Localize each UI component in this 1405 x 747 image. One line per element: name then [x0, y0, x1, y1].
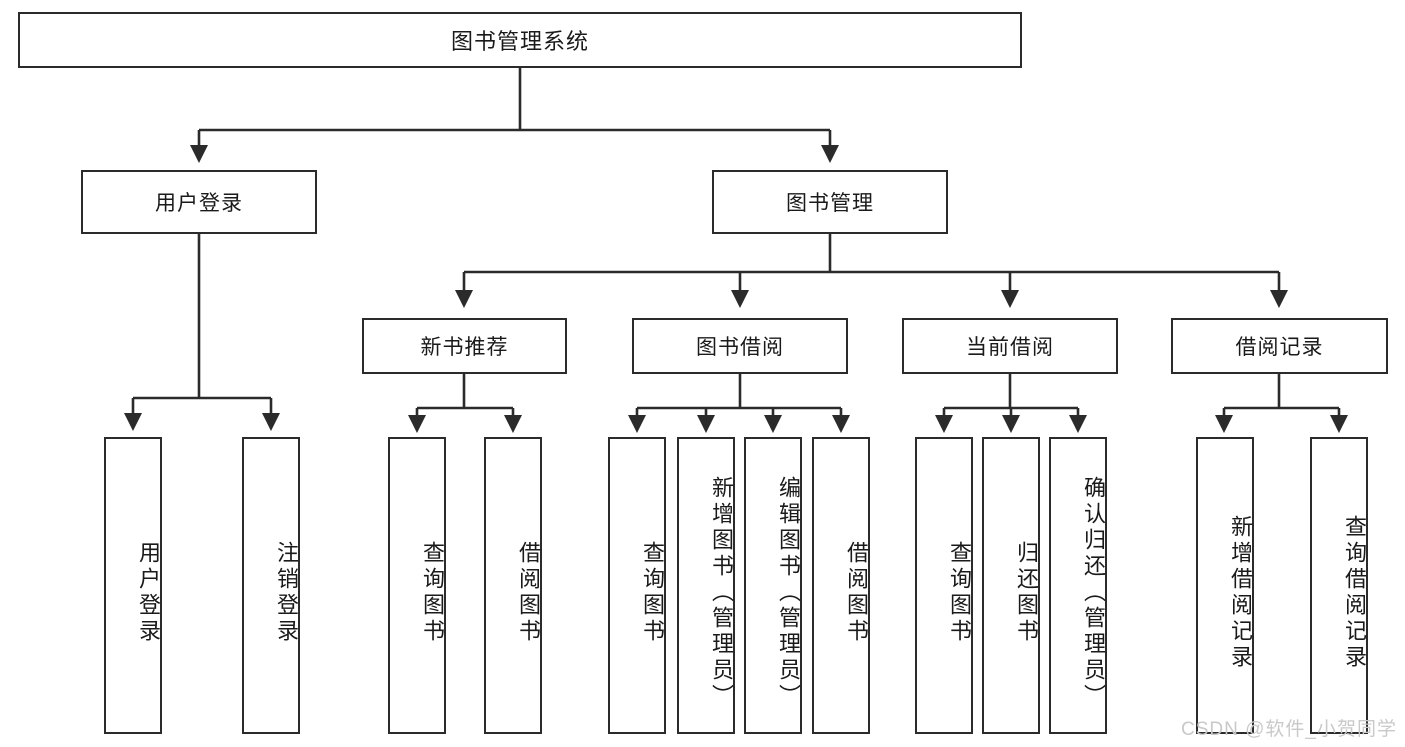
leaf-recommend-borrow-book[interactable]: 借阅图书 [484, 437, 542, 734]
leaf-current-return-book[interactable]: 归还图书 [982, 437, 1040, 734]
leaf-borrow-edit-book[interactable]: 编辑图书（管理员） [744, 437, 802, 734]
leaf-current-confirm-return-label: 确认归还（管理员） [1081, 475, 1106, 710]
node-user-login-label: 用户登录 [155, 192, 243, 215]
node-book-management-label: 图书管理 [786, 192, 874, 215]
leaf-record-query-record[interactable]: 查询借阅记录 [1310, 437, 1368, 734]
leaf-user-login-login[interactable]: 用户登录 [104, 437, 162, 734]
leaf-current-confirm-return[interactable]: 确认归还（管理员） [1049, 437, 1107, 734]
leaf-record-query-record-label: 查询借阅记录 [1342, 514, 1367, 671]
node-current-borrow-label: 当前借阅 [966, 336, 1054, 359]
leaf-current-return-book-label: 归还图书 [1014, 540, 1039, 645]
node-new-book-recommend-label: 新书推荐 [420, 336, 509, 359]
leaf-borrow-add-book[interactable]: 新增图书（管理员） [677, 437, 735, 734]
node-new-book-recommend[interactable]: 新书推荐 [362, 318, 567, 374]
leaf-current-query-book-label: 查询图书 [947, 540, 972, 645]
leaf-user-login-login-label: 用户登录 [136, 540, 161, 645]
node-root-system[interactable]: 图书管理系统 [18, 12, 1022, 68]
leaf-recommend-borrow-book-label: 借阅图书 [516, 540, 541, 645]
leaf-recommend-query-book-label: 查询图书 [420, 540, 445, 645]
node-book-borrow[interactable]: 图书借阅 [632, 318, 848, 374]
leaf-record-add-record-label: 新增借阅记录 [1228, 514, 1253, 671]
node-current-borrow[interactable]: 当前借阅 [902, 318, 1118, 374]
node-borrow-record-label: 借阅记录 [1235, 336, 1324, 359]
leaf-borrow-query-book[interactable]: 查询图书 [608, 437, 666, 734]
leaf-user-login-logout-label: 注销登录 [274, 540, 299, 645]
leaf-record-add-record[interactable]: 新增借阅记录 [1196, 437, 1254, 734]
leaf-user-login-logout[interactable]: 注销登录 [242, 437, 300, 734]
leaf-borrow-add-book-label: 新增图书（管理员） [709, 475, 734, 710]
node-book-management[interactable]: 图书管理 [712, 170, 948, 234]
leaf-current-query-book[interactable]: 查询图书 [915, 437, 973, 734]
node-user-login[interactable]: 用户登录 [81, 170, 317, 234]
leaf-borrow-edit-book-label: 编辑图书（管理员） [776, 475, 801, 710]
leaf-borrow-query-book-label: 查询图书 [640, 540, 665, 645]
leaf-recommend-query-book[interactable]: 查询图书 [388, 437, 446, 734]
node-book-borrow-label: 图书借阅 [696, 336, 784, 359]
node-borrow-record[interactable]: 借阅记录 [1171, 318, 1388, 374]
csdn-watermark: CSDN @软件_小贺同学 [1181, 719, 1397, 740]
node-root-system-label: 图书管理系统 [450, 29, 589, 54]
leaf-borrow-borrow-book[interactable]: 借阅图书 [812, 437, 870, 734]
leaf-borrow-borrow-book-label: 借阅图书 [844, 540, 869, 645]
